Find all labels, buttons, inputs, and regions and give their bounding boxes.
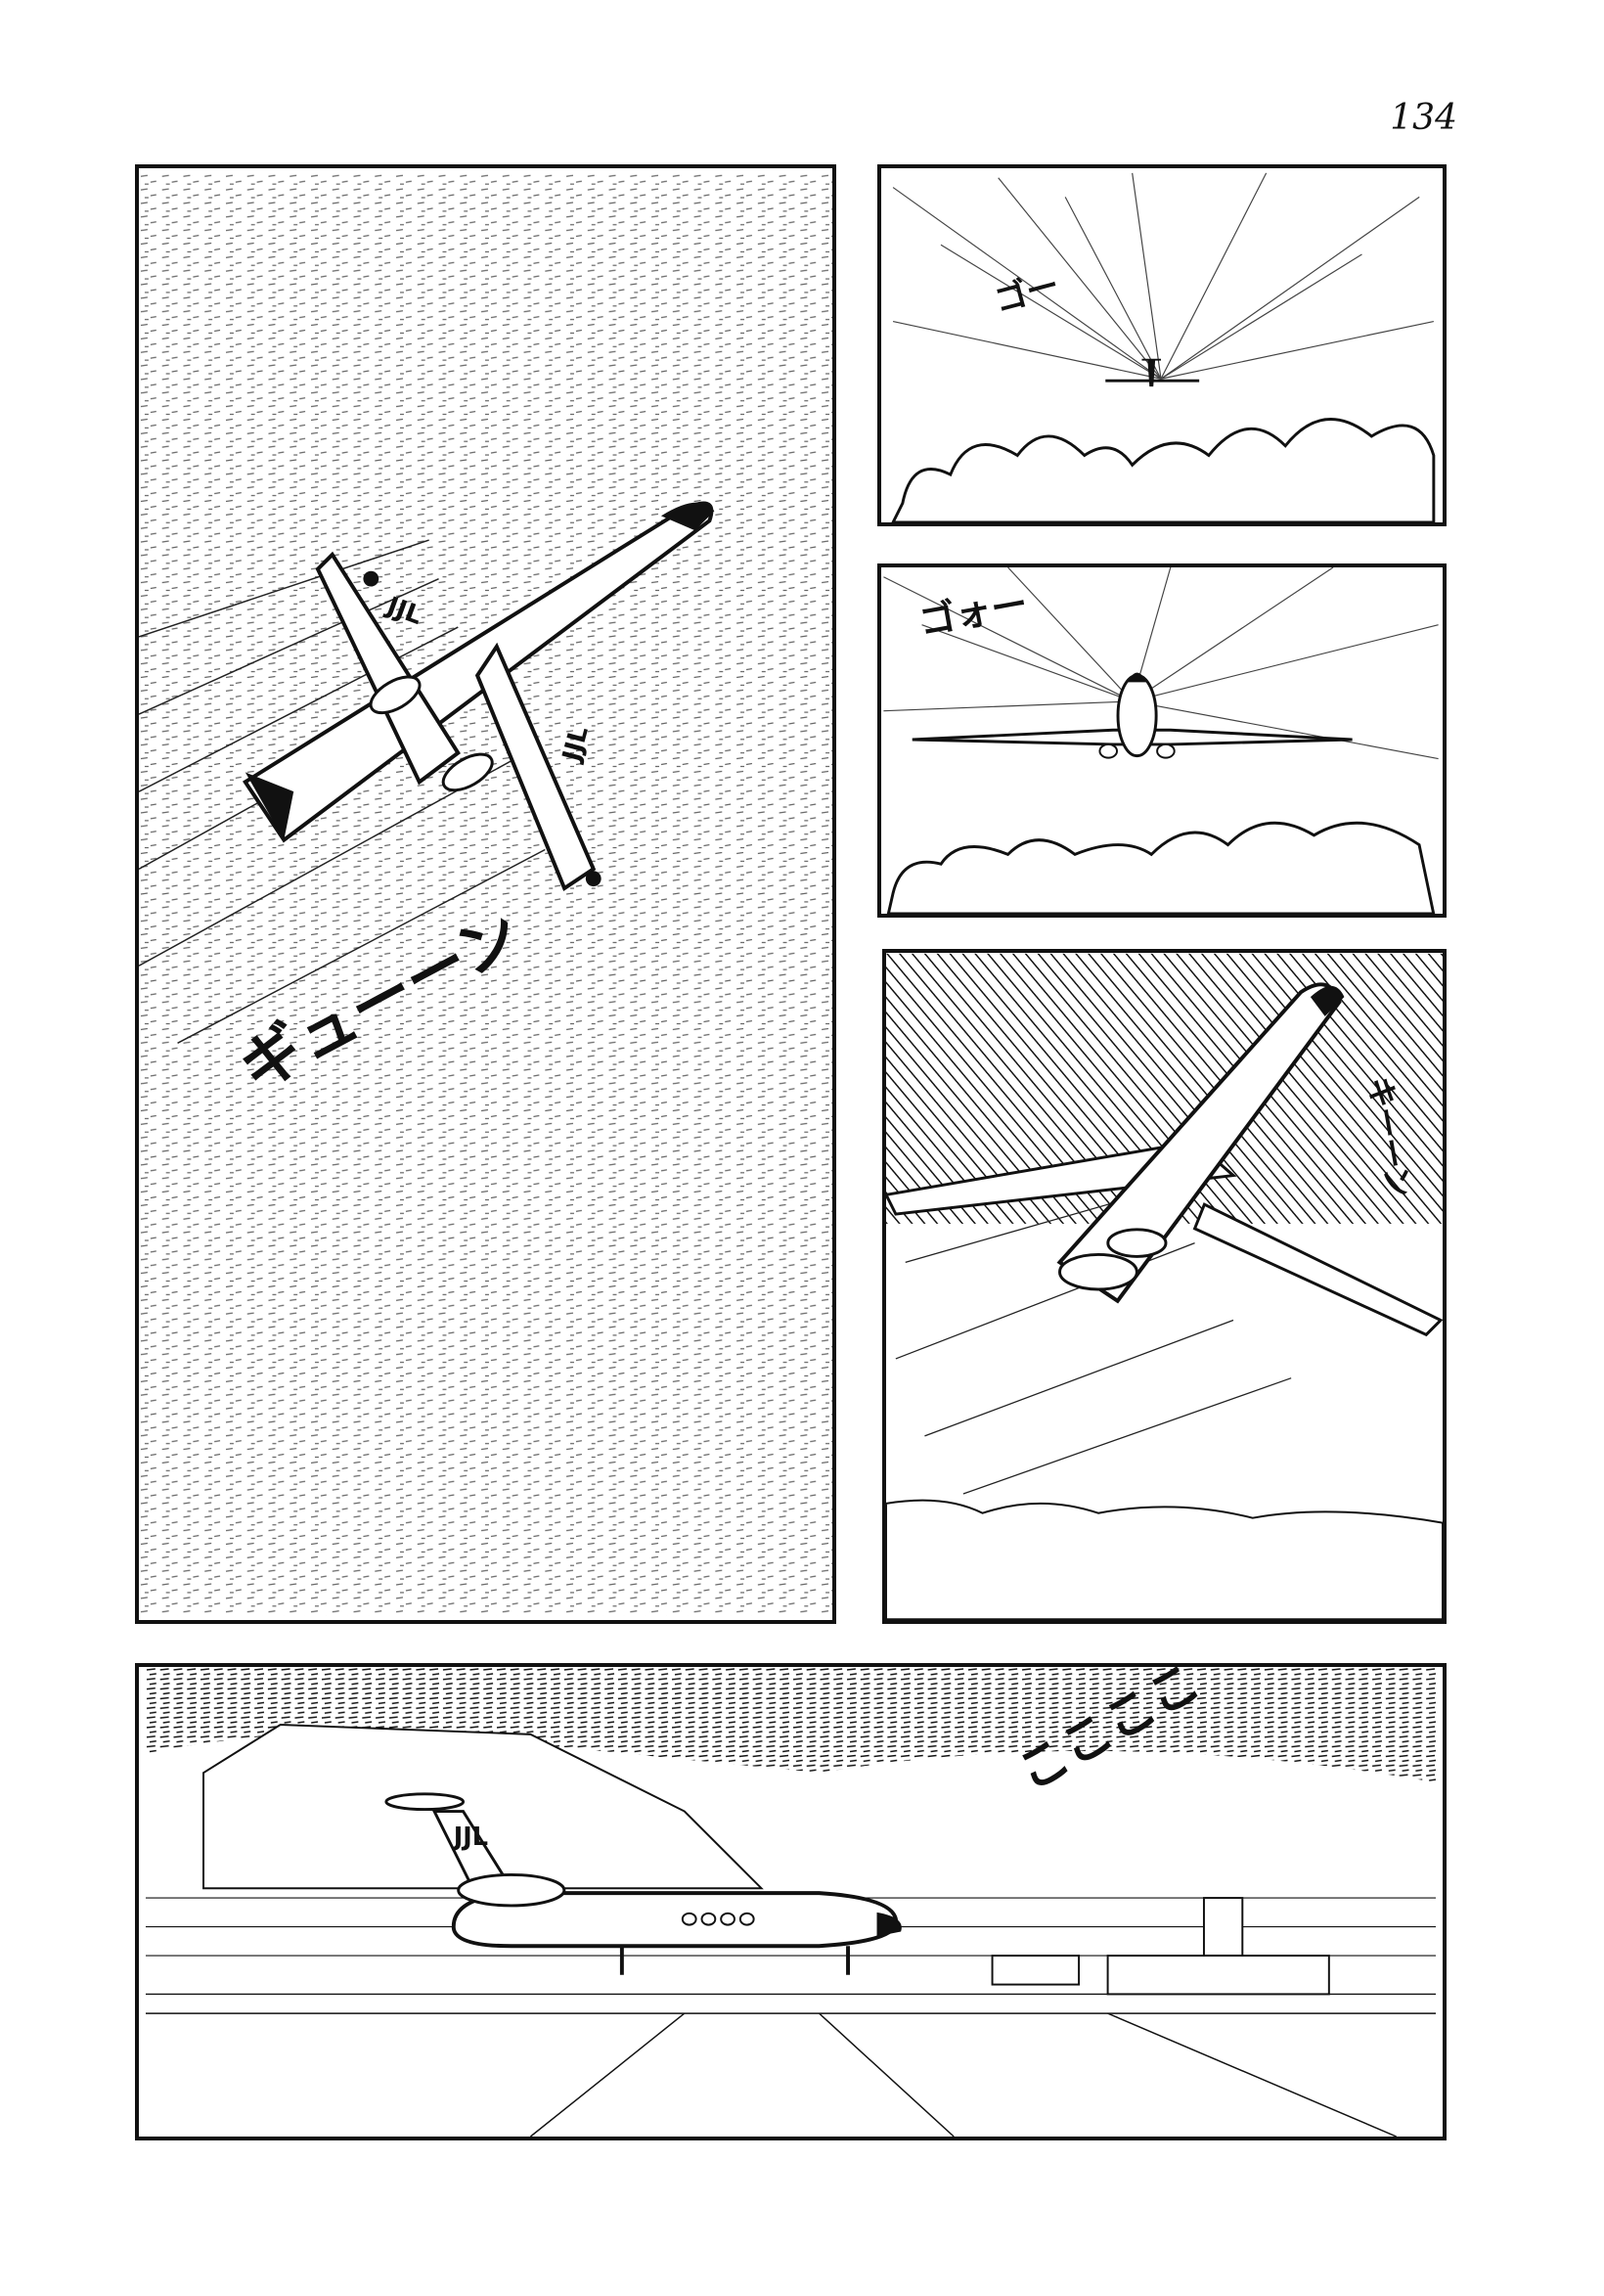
wing-right xyxy=(1192,1202,1443,1337)
panel-jet-on-runway: JJL ここここ xyxy=(135,1663,1447,2140)
cloud-bank xyxy=(891,418,1436,522)
jet-nose xyxy=(1310,985,1345,1016)
panel-3-artwork: ゴォー xyxy=(883,567,1439,914)
sky-hatching xyxy=(139,172,832,1616)
runway-lines xyxy=(145,1993,1437,2137)
front-facing-jet xyxy=(912,672,1353,759)
jet-on-runway xyxy=(384,1792,902,1975)
storm-sky xyxy=(145,1667,1437,1783)
sound-effect: ゴォー xyxy=(916,583,1031,644)
t-tail xyxy=(384,1792,466,1812)
cloud-bank xyxy=(886,821,1436,914)
panel-distant-jet: ゴー xyxy=(877,164,1447,526)
panel-banking-jet: キーーン xyxy=(882,949,1447,1624)
jet-airliner xyxy=(242,501,715,892)
panel-2-artwork: ゴー xyxy=(891,172,1436,522)
panel-approaching-jet: ゴォー xyxy=(877,563,1447,918)
sound-effect: ゴー xyxy=(991,266,1063,320)
banking-jet xyxy=(886,982,1443,1337)
wing-right xyxy=(474,642,597,892)
aircraft-marking: JJL xyxy=(452,1823,488,1852)
wing-left xyxy=(886,1140,1237,1216)
terrain xyxy=(886,1499,1443,1620)
page-number: 134 xyxy=(1390,98,1457,138)
panel-jet-climbing: JJL JJL ギューーン xyxy=(135,164,836,1624)
panel-5-artwork: JJL ここここ xyxy=(145,1667,1437,2137)
jet-nose xyxy=(876,1912,902,1937)
tail-fin xyxy=(245,772,294,840)
radial-speed-lines xyxy=(883,567,1439,760)
jet-nose xyxy=(660,502,715,531)
radial-speed-lines xyxy=(892,172,1434,380)
distant-jet xyxy=(1105,358,1200,387)
airport-terminal xyxy=(991,1897,1330,1996)
panel-1-artwork: JJL JJL ギューーン xyxy=(139,172,832,1616)
cloud-wall xyxy=(202,1724,764,1890)
panel-4-artwork: キーーン xyxy=(886,953,1443,1620)
